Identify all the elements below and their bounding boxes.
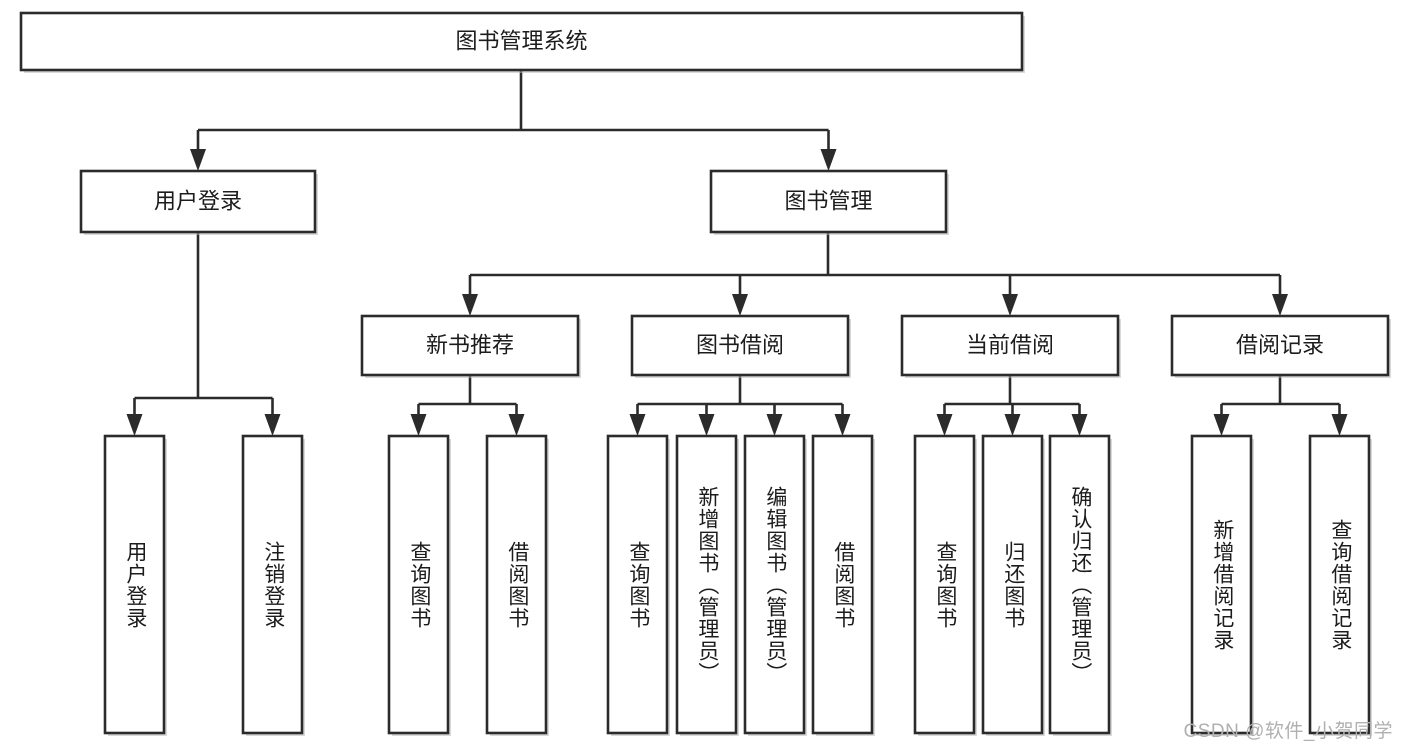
- node-box-leaf-user-login[interactable]: [103, 434, 166, 735]
- node-box-book-borrow[interactable]: [630, 314, 850, 377]
- node-label-new-book-rec: 新书推荐: [426, 332, 514, 357]
- node-box-leaf-query-book-2[interactable]: [606, 434, 669, 735]
- arrow-head-icon: [410, 414, 427, 436]
- node-box-leaf-add-book[interactable]: [675, 434, 738, 735]
- node-label-book-manage: 图书管理: [784, 188, 872, 213]
- arrow-head-icon: [732, 294, 748, 316]
- arrow-head-icon: [1002, 294, 1018, 316]
- node-label-borrow-record: 借阅记录: [1236, 332, 1324, 357]
- arrow-head-icon: [698, 414, 715, 436]
- arrow-head-icon: [820, 149, 837, 171]
- node-box-book-manage[interactable]: [709, 169, 948, 234]
- node-box-leaf-query-record[interactable]: [1308, 434, 1371, 735]
- node-layer: [19, 11, 1391, 736]
- node-box-leaf-return-book[interactable]: [981, 434, 1044, 735]
- arrow-head-icon: [936, 414, 953, 436]
- arrow-head-icon: [1213, 414, 1230, 436]
- arrow-head-icon: [1331, 414, 1348, 436]
- node-box-leaf-add-record[interactable]: [1190, 434, 1253, 735]
- arrow-head-icon: [190, 149, 206, 171]
- csdn-watermark: CSDN @软件_小贺同学: [1183, 721, 1393, 742]
- arrow-head-icon: [834, 414, 851, 436]
- node-box-leaf-borrow-book-2[interactable]: [811, 434, 874, 735]
- arrow-head-icon: [462, 294, 478, 316]
- connector-layer: [126, 70, 1348, 436]
- node-box-current-borrow[interactable]: [900, 314, 1120, 377]
- arrow-head-icon: [1004, 414, 1021, 436]
- node-label-book-borrow: 图书借阅: [696, 332, 784, 357]
- node-box-leaf-query-book-1[interactable]: [387, 434, 450, 735]
- arrow-head-icon: [1071, 414, 1088, 436]
- node-label-user-login: 用户登录: [154, 188, 242, 213]
- arrow-head-icon: [264, 414, 281, 436]
- node-box-leaf-query-book-3[interactable]: [913, 434, 976, 735]
- arrow-head-icon: [629, 414, 646, 436]
- arrow-head-icon: [508, 414, 525, 436]
- node-label-root: 图书管理系统: [455, 28, 587, 53]
- node-box-root[interactable]: [19, 11, 1024, 72]
- node-label-current-borrow: 当前借阅: [966, 332, 1054, 357]
- arrow-head-icon: [1272, 294, 1288, 316]
- node-box-borrow-record[interactable]: [1170, 314, 1390, 377]
- node-box-leaf-borrow-book-1[interactable]: [485, 434, 548, 735]
- arrow-head-icon: [766, 414, 783, 436]
- node-box-leaf-edit-book[interactable]: [743, 434, 806, 735]
- node-box-new-book-rec[interactable]: [360, 314, 580, 377]
- arrow-head-icon: [126, 414, 143, 436]
- node-box-leaf-logout[interactable]: [241, 434, 304, 735]
- node-box-user-login[interactable]: [79, 169, 317, 234]
- node-box-leaf-confirm-return[interactable]: [1048, 434, 1111, 735]
